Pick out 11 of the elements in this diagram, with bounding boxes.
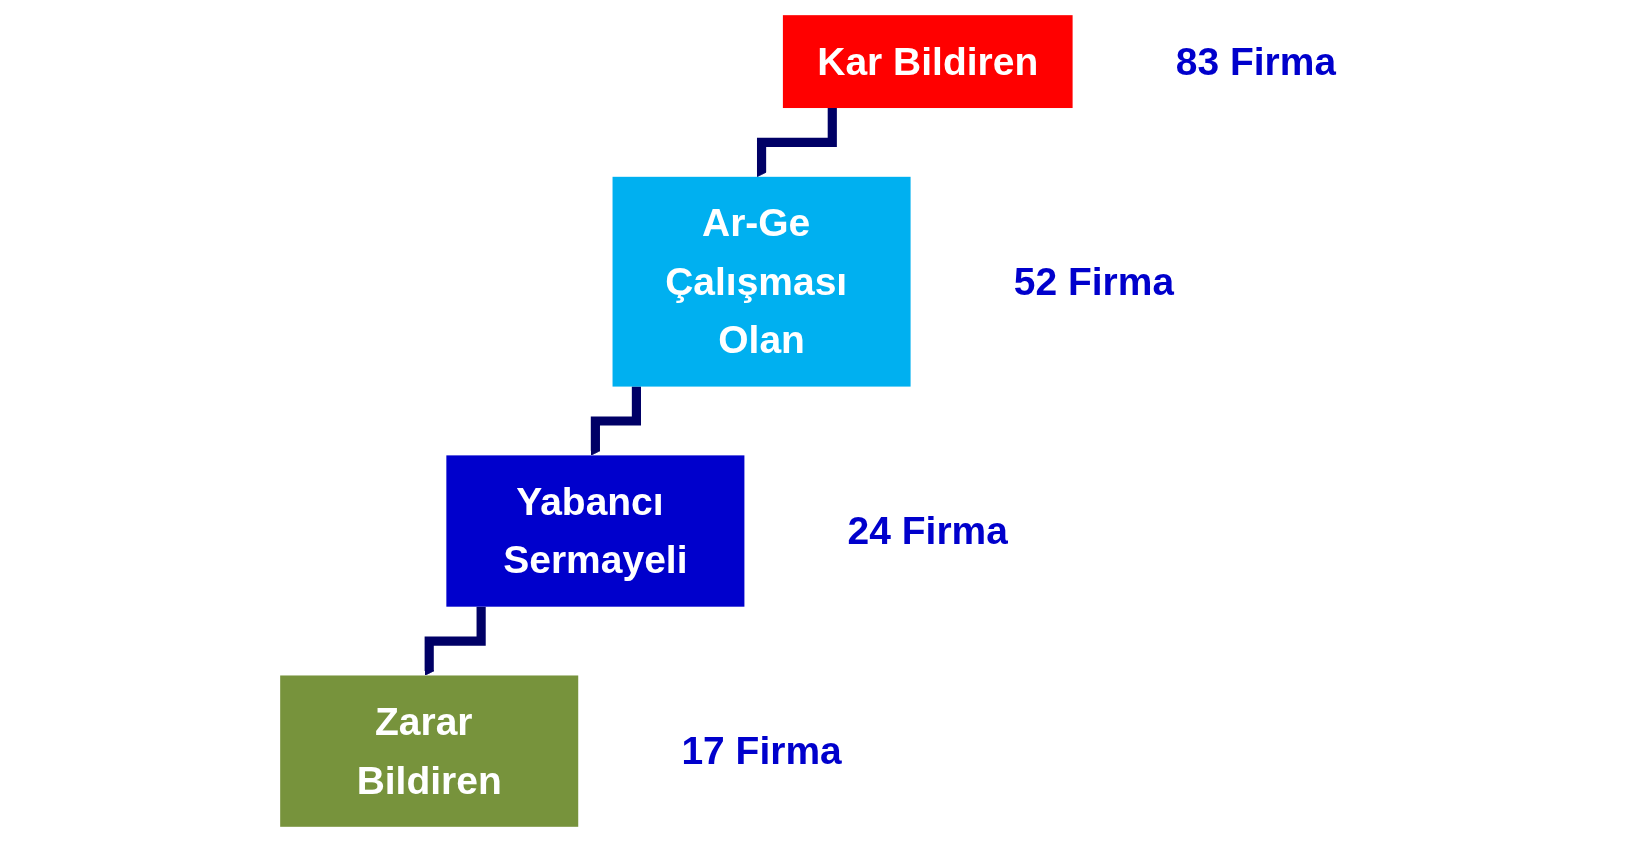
node-box: Kar Bildiren — [783, 15, 1073, 109]
node-box: Zarar Bildiren — [280, 675, 579, 827]
node-label: 83 Firma — [1175, 39, 1337, 83]
arrow — [756, 108, 838, 178]
node-label: 17 Firma — [681, 728, 842, 773]
arrow — [424, 606, 486, 676]
node-box: Yabancı Sermayeli — [446, 455, 745, 607]
node-label: 52 Firma — [1013, 259, 1175, 303]
node-label: 24 Firma — [847, 508, 1009, 553]
arrow — [590, 386, 642, 456]
node-box: Ar-Ge Çalışması Olan — [612, 176, 911, 387]
